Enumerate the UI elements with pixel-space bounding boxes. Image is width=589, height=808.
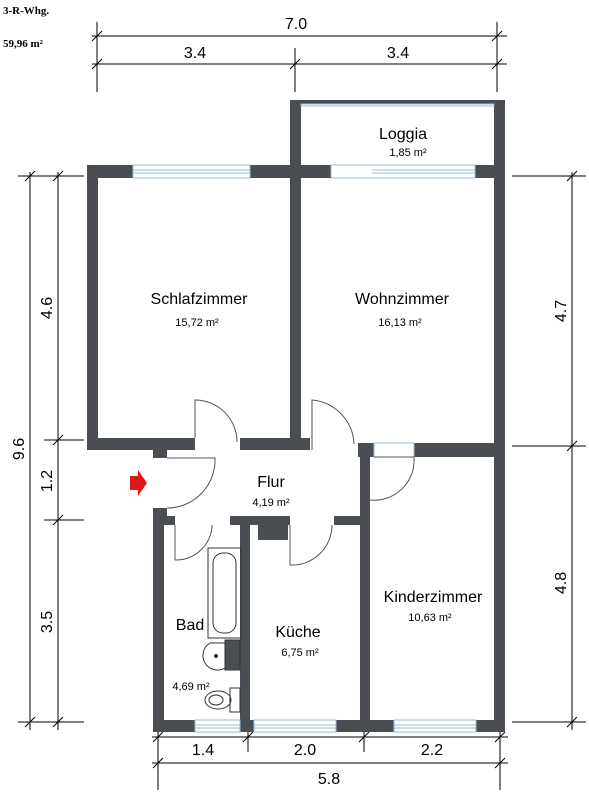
wohnzimmer-name: Wohnzimmer <box>355 291 450 308</box>
dim-top-left: 3.4 <box>184 45 206 62</box>
dim-bottom-total: 5.8 <box>318 771 340 788</box>
walls <box>87 100 505 732</box>
dim-left-total: 9.6 <box>11 438 28 460</box>
dim-right-upper: 4.7 <box>553 300 570 322</box>
dim-left-middle: 1.2 <box>39 470 56 492</box>
loggia-area: 1,85 m² <box>389 147 427 159</box>
bad-area: 4,69 m² <box>172 681 210 693</box>
dim-right-lower: 4.8 <box>553 572 570 594</box>
bad-name: Bad <box>176 617 204 634</box>
total-area-label: 59,96 m² <box>3 38 43 50</box>
bathtub-icon <box>207 547 242 639</box>
flur-area: 4,19 m² <box>252 497 290 509</box>
apartment-type-label: 3-R-Whg. <box>3 5 50 17</box>
dim-bottom-left: 1.4 <box>192 742 214 759</box>
sink-icon <box>202 639 241 671</box>
dim-bottom-right: 2.2 <box>421 742 443 759</box>
kueche-area: 6,75 m² <box>281 647 319 659</box>
windows <box>132 103 495 733</box>
doors <box>166 399 415 566</box>
dim-left-lower: 3.5 <box>39 611 56 633</box>
loggia-name: Loggia <box>379 126 427 143</box>
kinderzimmer-area: 10,63 m² <box>408 612 452 624</box>
flur-name: Flur <box>257 474 285 491</box>
kinderzimmer-name: Kinderzimmer <box>384 589 483 606</box>
dim-left-upper: 4.6 <box>39 297 56 319</box>
dim-top-total: 7.0 <box>285 16 307 33</box>
entrance-arrow-icon <box>130 470 147 496</box>
schlafzimmer-name: Schlafzimmer <box>151 291 249 308</box>
dimension-lines <box>18 22 586 790</box>
dim-top-right: 3.4 <box>387 45 409 62</box>
dim-bottom-middle: 2.0 <box>294 742 316 759</box>
wohnzimmer-area: 16,13 m² <box>378 317 422 329</box>
kueche-name: Küche <box>275 624 320 641</box>
schlafzimmer-area: 15,72 m² <box>175 317 219 329</box>
toilet-icon <box>204 687 241 713</box>
